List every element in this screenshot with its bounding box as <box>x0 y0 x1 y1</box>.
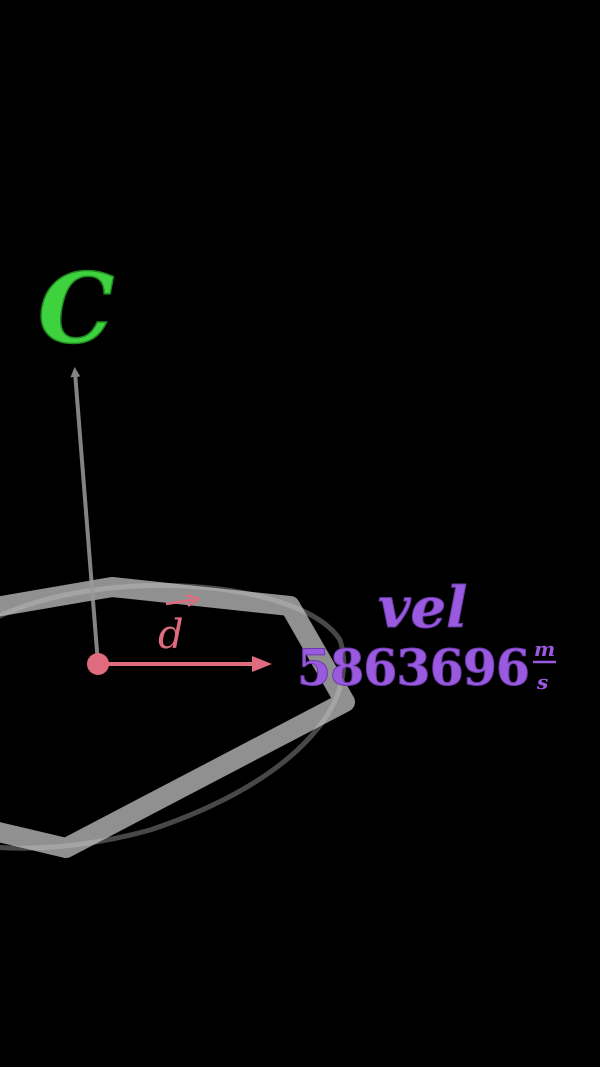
unit-numerator: m <box>534 637 555 661</box>
quantity-value-label: 5863696 <box>297 638 529 697</box>
vector-c-arrow <box>70 367 100 665</box>
vector-origin-dot <box>87 653 109 675</box>
unit-denominator: s <box>536 670 548 694</box>
vector-c-label: C <box>38 252 114 365</box>
vector-d-overarrow <box>165 598 193 606</box>
vector-d-overarrow-head <box>185 593 201 608</box>
quantity-name-label: vel <box>378 575 467 641</box>
vector-d-label: d <box>158 612 184 658</box>
